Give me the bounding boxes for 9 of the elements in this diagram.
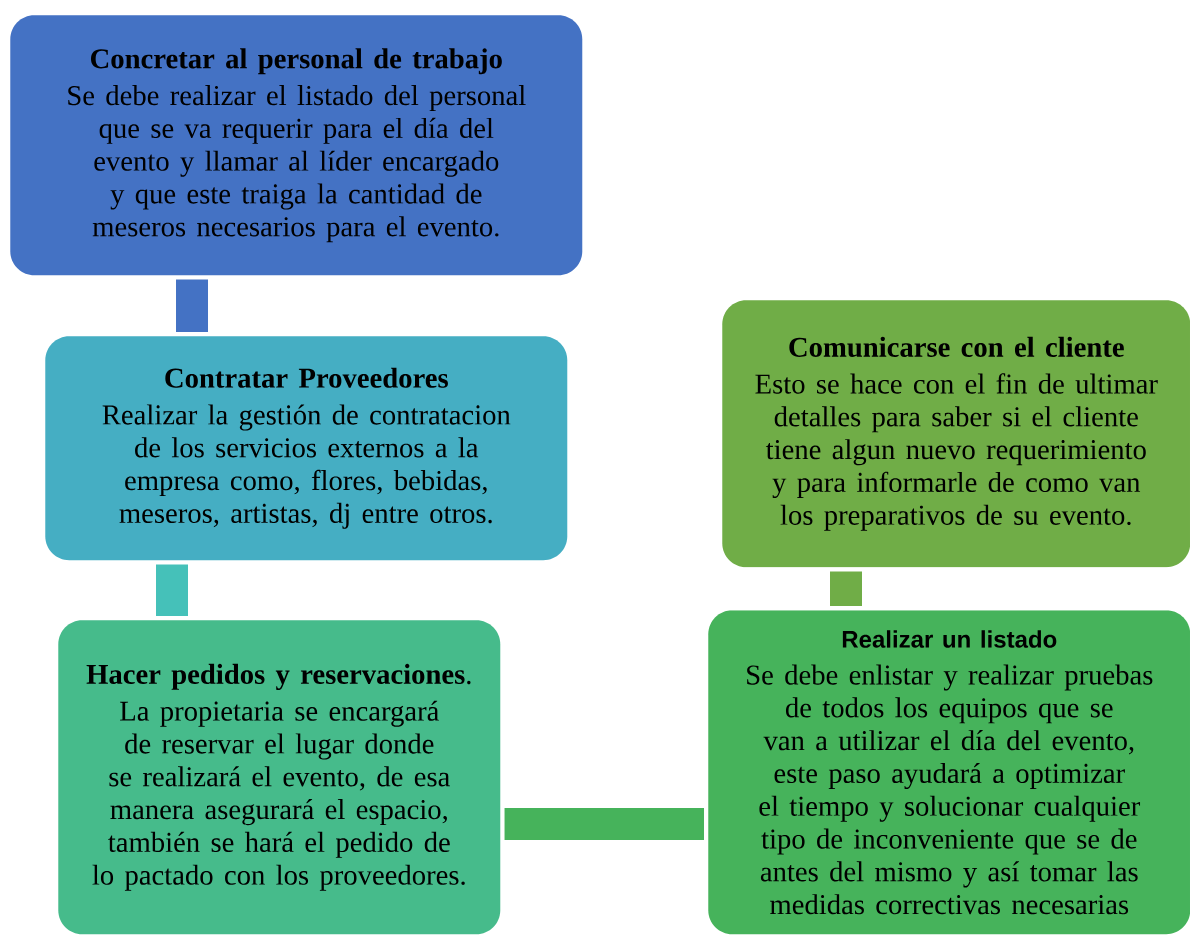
process-box: Hacer pedidos y reservaciones. La propietaria se encargará de reservar el lugar donde se realizará el evento, de esa manera asegurará el espacio, también se hará el pedido de lo pactado con los proveedores. [58, 620, 501, 935]
process-box: Concretar al personal de trabajo Se debe realizar el listado del personal que se va requerir para el día del evento y llamar al líder encargado y que este traiga la cantidad de meseros necesarios para el evento. [10, 15, 583, 276]
process-box: Realizar un listado Se debe enlistar y realizar pruebas de todos los equipos que se van a utilizar el día del evento, este paso ayudará a optimizar el tiempo y solucionar cualquier tipo de inconveniente que se de antes del mismo y así tomar las medidas correctivas necesarias [708, 610, 1190, 935]
connector-bar [176, 279, 208, 332]
connector-bar [156, 564, 188, 616]
process-box: Comunicarse con el cliente Esto se hace con el fin de ultimar detalles para saber si el cliente tiene algun nuevo requerimiento y para informarle de como van los preparativos de su evento. [722, 300, 1190, 568]
connector-bar [830, 571, 862, 606]
process-box: Contratar Proveedores Realizar la gestión de contratacion de los servicios externos a la empresa como, flores, bebidas, meseros, artistas, dj entre otros. [45, 336, 568, 561]
connector-bar [504, 808, 704, 840]
